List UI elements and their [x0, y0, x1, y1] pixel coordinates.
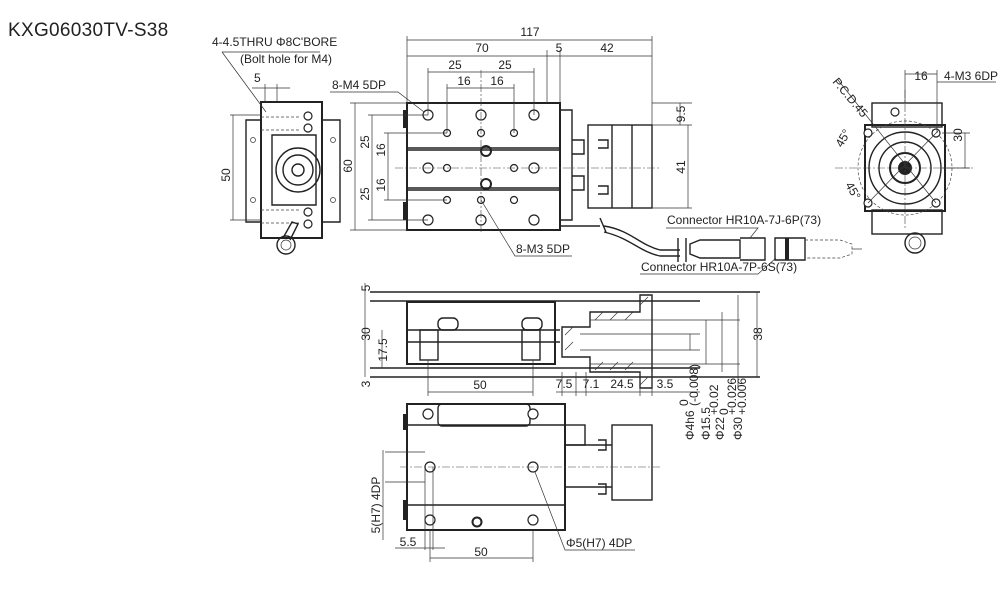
dim-16-upper: 16	[374, 143, 388, 157]
dim-25-right: 25	[498, 58, 512, 72]
drawing-title: KXG06030TV-S38	[8, 20, 169, 41]
dim-30-side: 30	[359, 327, 373, 341]
dim-38: 38	[751, 327, 765, 341]
dim-3-5: 3.5	[657, 377, 674, 391]
dim-70: 70	[475, 41, 489, 55]
bolt-hole-note-sub: (Bolt hole for M4)	[240, 52, 332, 66]
dia-30-label: Φ30 +0.026 +0.006	[725, 378, 749, 440]
dia-30-tol-upper: +0.026	[725, 378, 739, 415]
coupling-hatched	[561, 294, 740, 389]
m3-tap-note: 8-M3 5DP	[516, 242, 570, 256]
dim-9-5: 9.5	[674, 105, 688, 122]
dim-50-side: 50	[473, 378, 487, 392]
left-end-view: 4-4.5THRU Φ8C'BORE (Bolt hole for M4) 5 …	[212, 35, 341, 255]
dia-22-tol-lower: 0	[717, 408, 731, 415]
dim-5-left-end: 5	[254, 71, 261, 85]
bolt-hole-note: 4-4.5THRU Φ8C'BORE	[212, 35, 337, 49]
shaft-dia: Φ4h6	[683, 410, 697, 440]
m4-tap-note: 8-M4 5DP	[332, 78, 386, 92]
pin-note: Φ5(H7) 4DP	[566, 536, 632, 550]
dim-16-right: 16	[490, 74, 504, 88]
dim-7-5: 7.5	[556, 377, 573, 391]
dim-50-bottom: 50	[474, 545, 488, 559]
right-end-view: P.C.D.45 16 4-M3 6DP 30 45° 45°	[830, 69, 998, 254]
m3-holes	[442, 128, 519, 205]
side-view: 5 30 17.5 3 50 7.5 7.1 24.5 3.5 38 Φ4h6 …	[359, 283, 765, 440]
dim-25-lower: 25	[358, 187, 372, 201]
dia-22-tol-upper: +0.02	[707, 384, 721, 415]
dim-16-lower: 16	[374, 178, 388, 192]
dim-50-left-end: 50	[219, 168, 233, 182]
dim-5-5: 5.5	[400, 535, 417, 549]
dim-5-gap: 5	[556, 41, 563, 55]
dim-16-left: 16	[457, 74, 471, 88]
shaft-tol-lower: (-0.008)	[687, 364, 701, 406]
shaft-diameter-label: Φ4h6 0 (-0.008)	[677, 364, 701, 440]
dim-25-upper: 25	[358, 135, 372, 149]
dim-42: 42	[600, 41, 614, 55]
connector-hr10a-7p-6s: Connector HR10A-7P-6S(73)	[641, 260, 797, 274]
dim-16-right-end: 16	[914, 69, 928, 83]
dim-30-right-end: 30	[951, 128, 965, 142]
top-view: 117 70 5 42 25 25 16 16 60 25 25 16 16 9…	[330, 25, 862, 275]
dim-3-side: 3	[359, 380, 373, 387]
shaft-tol-upper: 0	[677, 399, 691, 406]
dim-7-1: 7.1	[583, 377, 600, 391]
dia-30-tol-lower: +0.006	[735, 378, 749, 415]
dim-17-5-side: 17.5	[376, 338, 390, 362]
dim-25-left: 25	[448, 58, 462, 72]
dia-15-5: Φ15.5	[699, 407, 713, 440]
dim-41: 41	[674, 160, 688, 174]
pin-note-vertical: 5(H7) 4DP	[369, 477, 383, 534]
dia-22-label: Φ22 +0.02 0	[707, 384, 731, 440]
bottom-view: 5(H7) 4DP 5.5 50 Φ5(H7) 4DP	[369, 403, 660, 562]
dia-30: Φ30	[731, 417, 745, 440]
dia-22: Φ22	[713, 417, 727, 440]
pcd-45: P.C.D.45	[830, 75, 871, 120]
dim-117: 117	[520, 25, 539, 39]
dim-5-side: 5	[359, 284, 373, 291]
dim-24-5: 24.5	[610, 377, 634, 391]
angle-45-upper: 45°	[832, 127, 853, 150]
tap-note-4-m3: 4-M3 6DP	[944, 69, 998, 83]
dim-60: 60	[341, 159, 355, 173]
connector-hr10a-7j-6p: Connector HR10A-7J-6P(73)	[667, 213, 821, 227]
